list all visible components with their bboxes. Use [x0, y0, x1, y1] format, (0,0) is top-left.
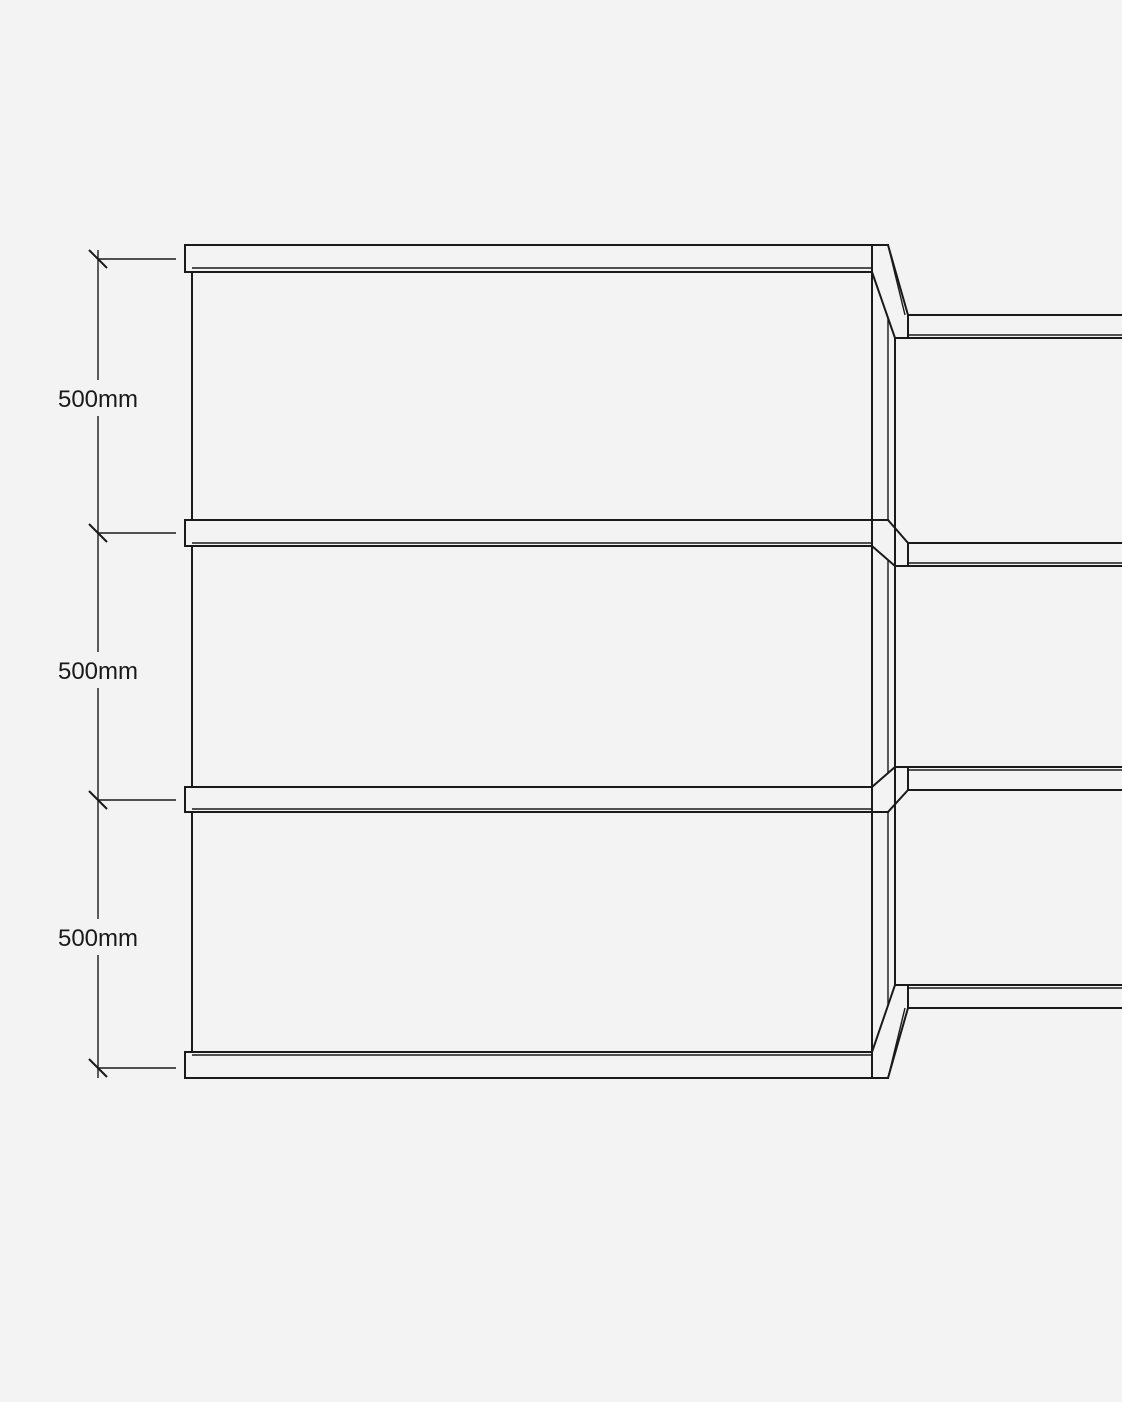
dimension-label-middle: 500mm [58, 658, 138, 685]
dimension-lines: 500mm 500mm 500mm [50, 249, 176, 1078]
tick-mark-4 [88, 1058, 108, 1078]
right-shelf-second [907, 542, 1122, 567]
tick-mark-2 [88, 523, 108, 543]
tick-mark-3 [88, 790, 108, 810]
right-shelf-top [907, 314, 1122, 339]
bay-connectors [871, 244, 909, 1079]
dimension-label-upper: 500mm [58, 386, 138, 413]
shelf-top [184, 244, 889, 273]
right-shelf-third [907, 766, 1122, 791]
right-bay [894, 314, 1122, 1009]
dimension-label-lower: 500mm [58, 925, 138, 952]
connector-third [871, 766, 909, 813]
connector-top [871, 244, 909, 339]
connector-bottom [871, 984, 909, 1079]
left-bay [184, 244, 889, 1079]
shelf-third [184, 786, 889, 813]
shelf-second [184, 519, 889, 547]
connector-second [871, 519, 909, 567]
shelf-bottom [184, 1051, 889, 1079]
right-shelf-bottom [907, 984, 1122, 1009]
tick-mark-1 [88, 249, 108, 269]
